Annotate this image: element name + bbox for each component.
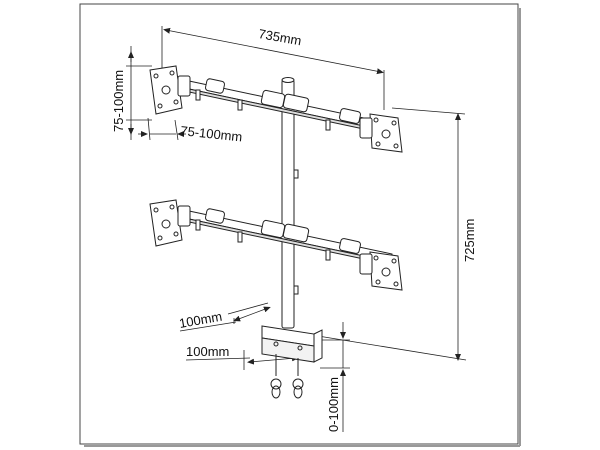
vesa-plate-bottom-right (359, 251, 403, 291)
dim-label-top-width: 735mm (257, 26, 302, 48)
dimension-lines (126, 26, 467, 432)
lower-arm (174, 207, 393, 267)
dim-label-clamp-range: 0-100mm (326, 377, 341, 432)
desk-clamp (261, 325, 323, 399)
dim-label-clamp-depth-top: 100mm (178, 309, 223, 331)
dim-label-total-height: 725mm (462, 219, 477, 262)
vesa-plate-top-left (149, 65, 191, 115)
dim-label-vesa-horizontal: 75-100mm (180, 123, 243, 144)
vesa-plate-bottom-left (149, 199, 191, 247)
center-pole (281, 77, 299, 329)
vesa-plate-top-right (359, 113, 403, 153)
upper-arm (174, 77, 393, 137)
drawing-frame (79, 3, 519, 445)
dim-label-vesa-vertical: 75-100mm (111, 70, 126, 132)
dim-label-clamp-depth-bottom: 100mm (186, 344, 229, 359)
